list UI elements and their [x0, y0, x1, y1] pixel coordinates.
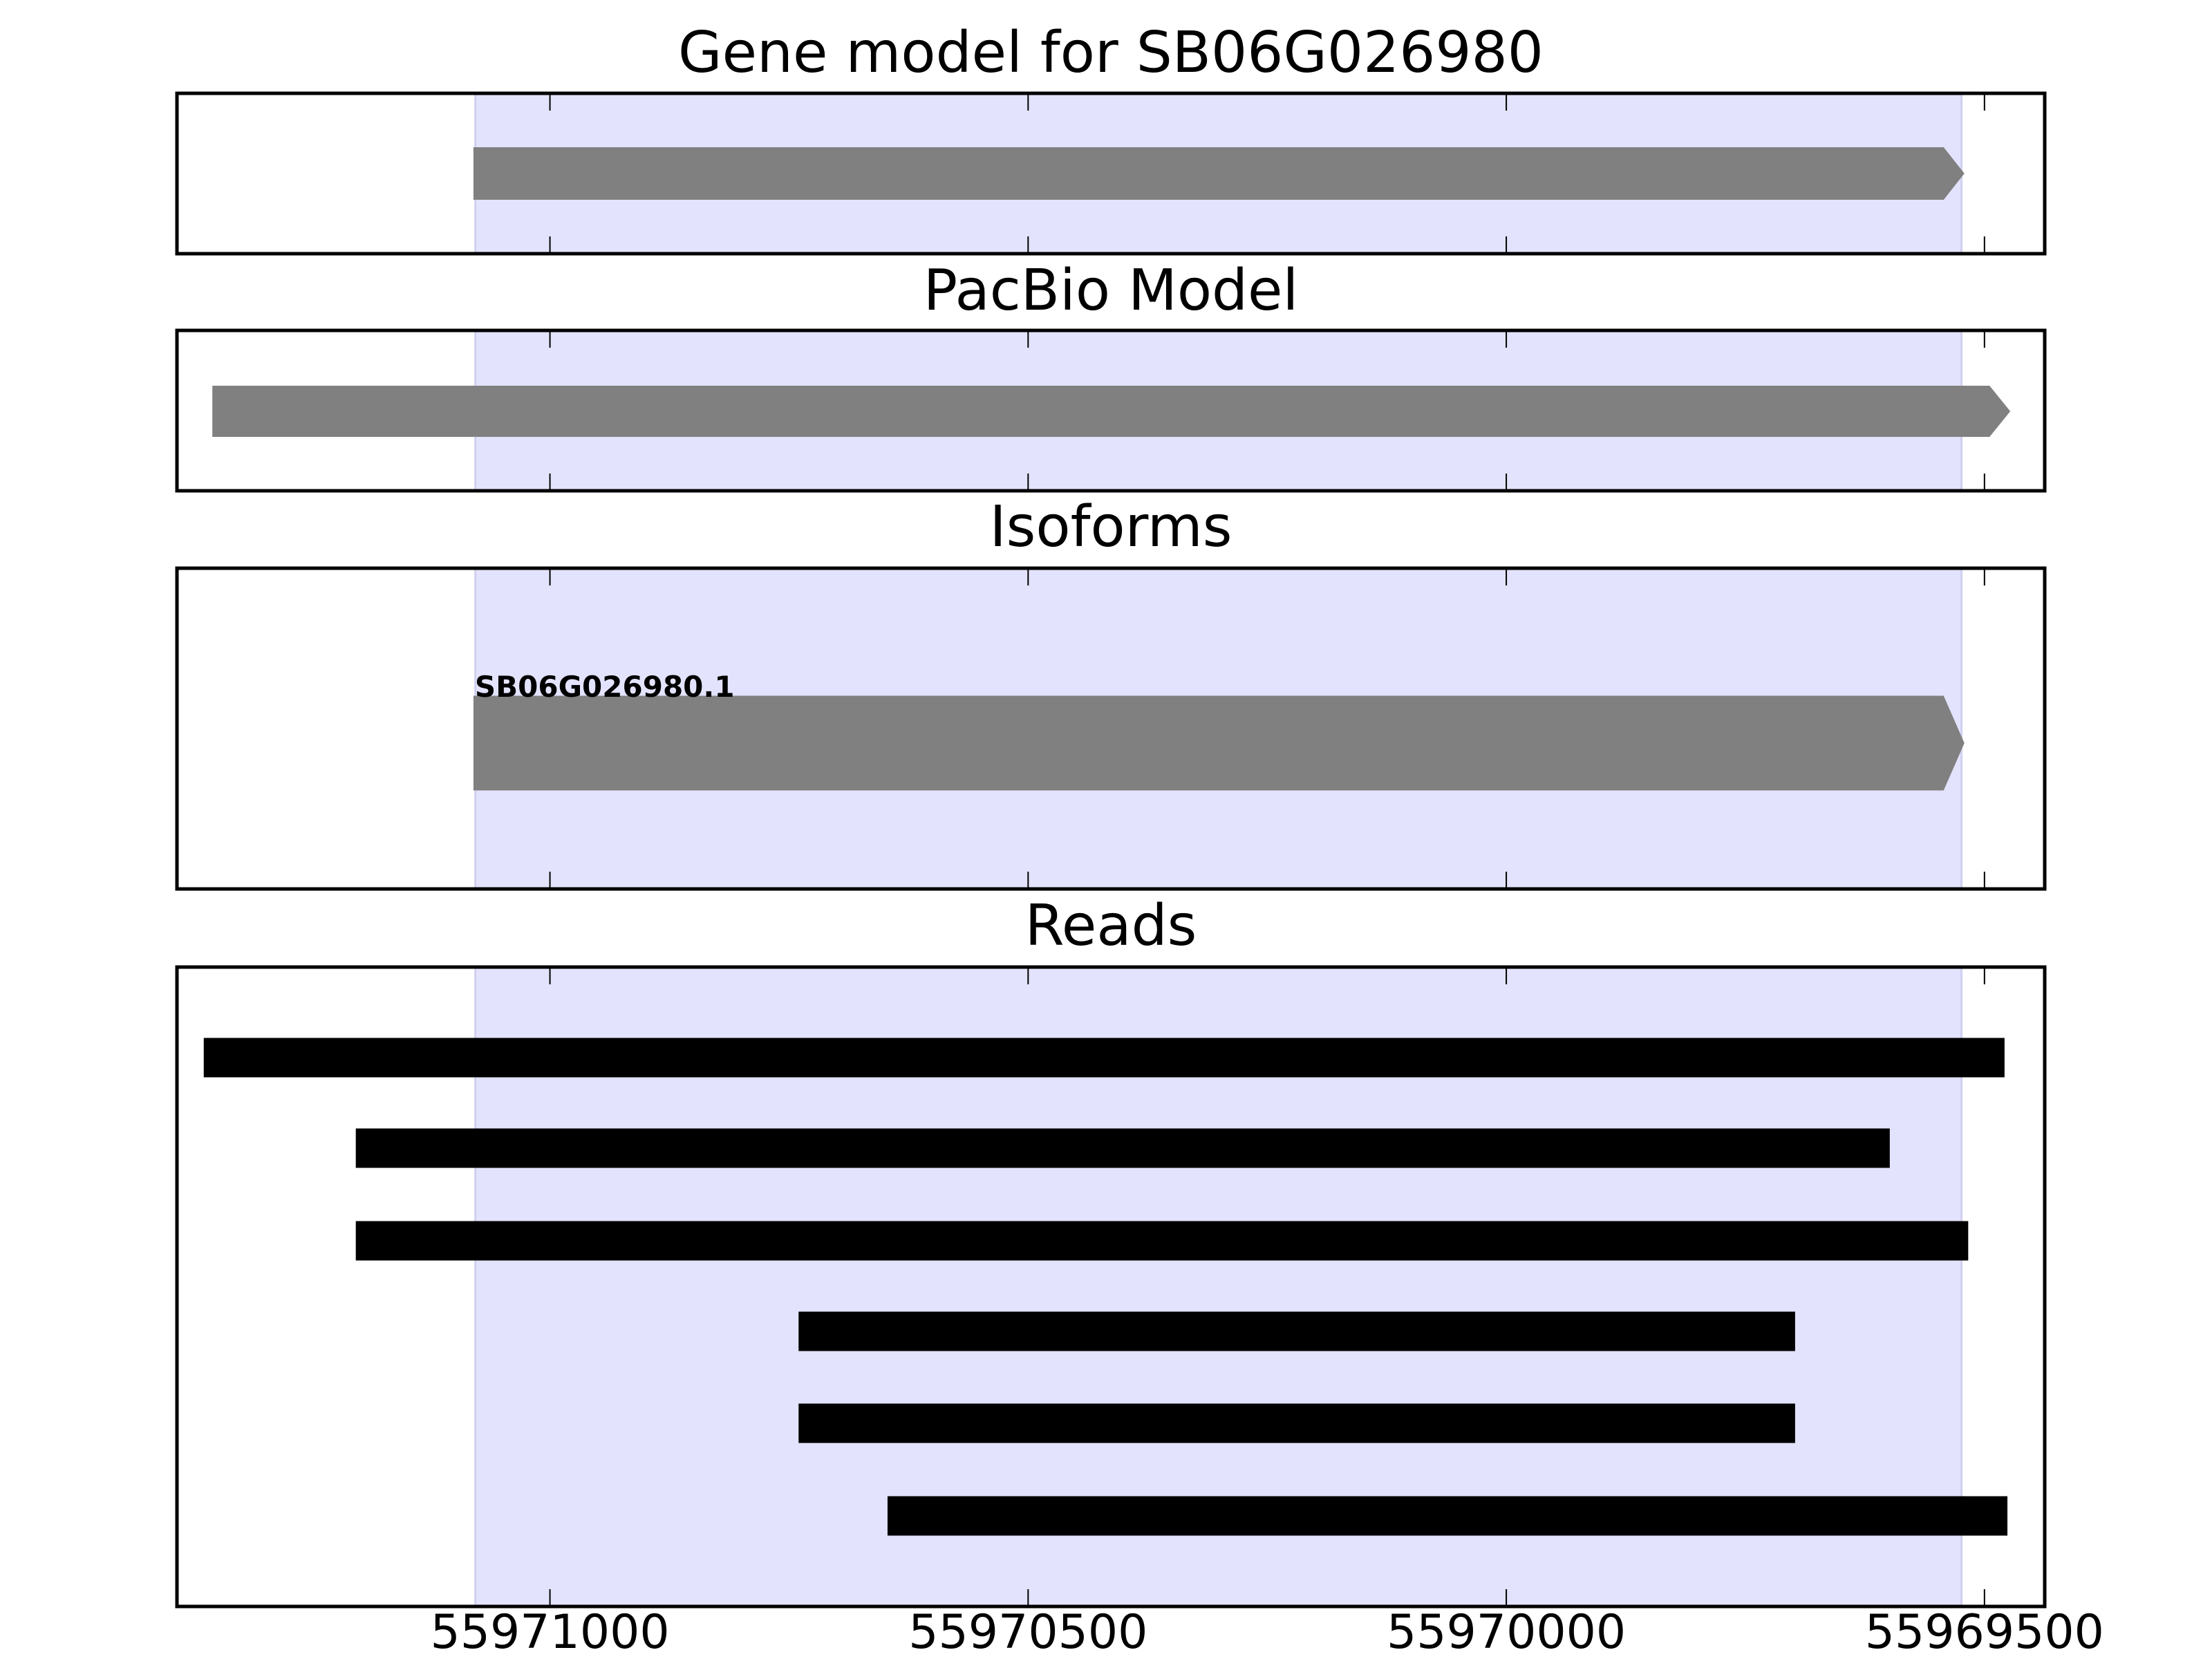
x-tick-label: 55970000 [1387, 1605, 1626, 1659]
panel-title: Reads [1025, 893, 1197, 959]
read-bar [203, 1038, 2005, 1078]
x-tick-label: 55971000 [431, 1605, 670, 1659]
gene-feature-arrow [212, 386, 2011, 437]
read-bar [887, 1496, 2008, 1536]
read-bar [355, 1128, 1890, 1168]
panel-title: PacBio Model [924, 258, 1299, 324]
x-tick-label: 55970500 [908, 1605, 1147, 1659]
panel-frame [175, 91, 2047, 256]
read-bar [798, 1311, 1795, 1351]
panel-title: Gene model for SB06G026980 [678, 20, 1544, 86]
read-bar [355, 1221, 1969, 1261]
panel-frame [175, 566, 2047, 891]
panel-frame [175, 328, 2047, 493]
x-tick-label: 55969500 [1865, 1605, 2104, 1659]
gene-feature-arrow [473, 147, 1965, 200]
gene-feature-arrow [473, 695, 1965, 791]
panel-title: Isoforms [990, 494, 1232, 560]
read-bar [798, 1403, 1795, 1443]
isoform-label: SB06G026980.1 [475, 670, 735, 704]
panel-frame [175, 965, 2047, 1609]
